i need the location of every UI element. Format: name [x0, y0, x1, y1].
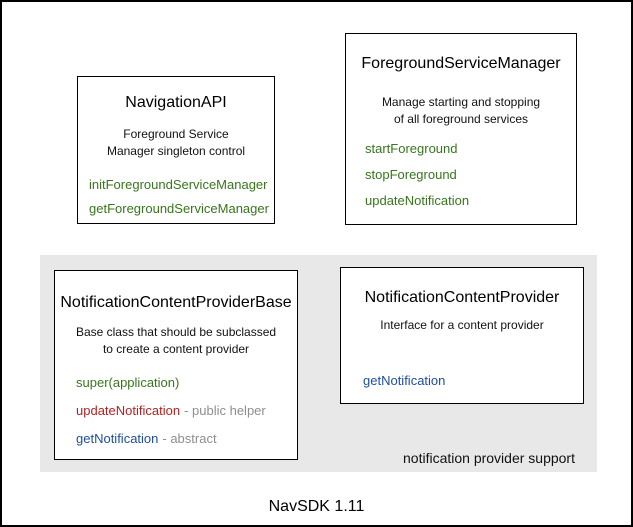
class-title: NotificationContentProvider	[364, 289, 560, 306]
method-get-notification: getNotification	[363, 372, 583, 389]
class-description: Foreground Service Manager singleton con…	[78, 126, 274, 159]
method-label: stopForeground	[365, 167, 457, 182]
method-list: startForeground stopForeground updateNot…	[346, 140, 576, 209]
method-list: getNotification	[341, 372, 583, 389]
method-list: super(application) updateNotification- p…	[55, 374, 297, 447]
description-line: Base class that should be subclassed	[75, 325, 277, 339]
method-list: initForegroundServiceManager getForegrou…	[78, 176, 274, 217]
method-label: getNotification	[76, 431, 159, 446]
class-title: NotificationContentProviderBase	[60, 294, 292, 311]
method-stop-foreground: stopForeground	[365, 166, 576, 183]
method-get-foreground-service-manager: getForegroundServiceManager	[89, 200, 274, 217]
description-line: of all foreground services	[393, 111, 529, 126]
class-description: Interface for a content provider	[341, 317, 583, 334]
description-line: Manage starting and stopping	[381, 95, 541, 109]
class-box-notification-content-provider-base: NotificationContentProviderBase Base cla…	[54, 270, 298, 460]
method-note: - abstract	[162, 431, 217, 446]
description-line: Interface for a content provider	[380, 318, 544, 332]
class-box-foreground-service-manager: ForegroundServiceManager Manage starting…	[345, 33, 577, 225]
panel-label: notification provider support	[403, 450, 575, 466]
sdk-version-label: NavSDK 1.11	[268, 498, 365, 515]
description-line: to create a content provider	[102, 341, 250, 356]
method-label: getForegroundServiceManager	[89, 201, 269, 216]
method-update-notification: updateNotification- public helper	[76, 402, 297, 419]
class-title: ForegroundServiceManager	[361, 55, 561, 72]
description-line: Manager singleton control	[106, 143, 246, 158]
description-line: Foreground Service	[123, 127, 229, 141]
method-label: initForegroundServiceManager	[89, 177, 268, 192]
method-note: - public helper	[184, 403, 266, 418]
method-start-foreground: startForeground	[365, 140, 576, 157]
class-description: Manage starting and stopping of all fore…	[346, 94, 576, 127]
method-init-foreground-service-manager: initForegroundServiceManager	[89, 176, 274, 193]
class-title: NavigationAPI	[125, 94, 227, 111]
method-label: getNotification	[363, 372, 446, 388]
method-super-application: super(application)	[76, 374, 297, 391]
method-update-notification: updateNotification	[365, 192, 576, 209]
method-get-notification: getNotification- abstract	[76, 430, 297, 447]
class-box-notification-content-provider: NotificationContentProvider Interface fo…	[340, 267, 584, 404]
method-label: updateNotification	[365, 193, 470, 208]
method-label: startForeground	[365, 141, 458, 156]
class-box-navigation-api: NavigationAPI Foreground Service Manager…	[77, 76, 275, 224]
method-label: super(application)	[76, 375, 180, 390]
method-label: updateNotification	[76, 403, 181, 418]
class-description: Base class that should be subclassed to …	[55, 324, 297, 357]
